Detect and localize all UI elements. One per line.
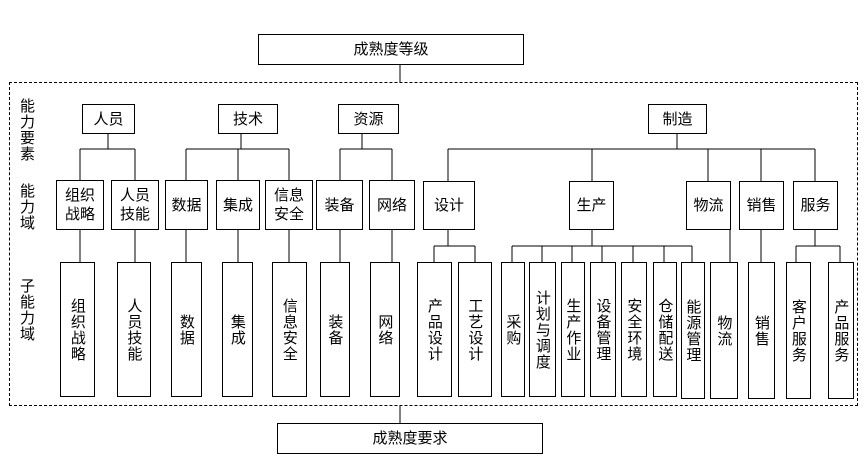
subdomain-info-security: 信息安全 [272, 262, 307, 397]
subdomain-sales: 销售 [748, 262, 775, 399]
subdomain-equipment-management: 设备管理 [590, 262, 616, 397]
subdomain-data: 数据 [171, 262, 202, 397]
maturity-requirements-box: 成熟度要求 [277, 423, 543, 454]
domain-service: 服务 [793, 181, 838, 230]
subdomain-warehouse-distribution: 仓储配送 [653, 262, 677, 397]
element-technology: 技术 [218, 104, 278, 134]
subdomain-integration: 集成 [222, 262, 253, 397]
domain-production: 生产 [569, 181, 614, 230]
subdomain-safety-environment: 安全环境 [621, 262, 647, 397]
subdomain-energy-management: 能源管理 [681, 262, 705, 399]
domain-design: 设计 [423, 181, 475, 230]
side-label-elements: 能力要素 [18, 98, 36, 162]
subdomain-procurement: 采购 [501, 262, 525, 397]
subdomain-product-service: 产品服务 [828, 262, 854, 399]
subdomain-network: 网络 [370, 262, 400, 397]
subdomain-logistics: 物流 [710, 262, 738, 399]
domain-sales: 销售 [739, 181, 784, 230]
element-people: 人员 [82, 104, 135, 134]
maturity-level-box: 成熟度等级 [258, 34, 524, 65]
subdomain-product-design: 产品设计 [417, 262, 452, 397]
domain-info-security: 信息安全 [265, 180, 313, 230]
subdomain-org-strategy: 组织战略 [60, 262, 95, 397]
domain-personnel-skills: 人员技能 [111, 180, 159, 230]
subdomain-process-design: 工艺设计 [458, 262, 492, 397]
domain-network: 网络 [369, 180, 415, 230]
side-label-subdomains: 子能力域 [18, 278, 36, 342]
subdomain-equipment: 装备 [320, 262, 350, 397]
element-resources: 资源 [338, 104, 399, 134]
domain-data: 数据 [165, 180, 208, 230]
element-manufacturing: 制造 [648, 104, 707, 134]
capability-region [9, 82, 858, 406]
domain-integration: 集成 [216, 180, 260, 230]
subdomain-production-operation: 生产作业 [561, 262, 585, 397]
subdomain-customer-service: 客户服务 [786, 262, 811, 399]
domain-org-strategy: 组织战略 [56, 180, 104, 230]
side-label-domains: 能力域 [18, 183, 36, 231]
domain-equipment: 装备 [316, 180, 363, 230]
domain-logistics: 物流 [686, 181, 731, 230]
subdomain-planning-scheduling: 计划与调度 [529, 262, 556, 397]
subdomain-personnel-skills: 人员技能 [117, 262, 151, 397]
